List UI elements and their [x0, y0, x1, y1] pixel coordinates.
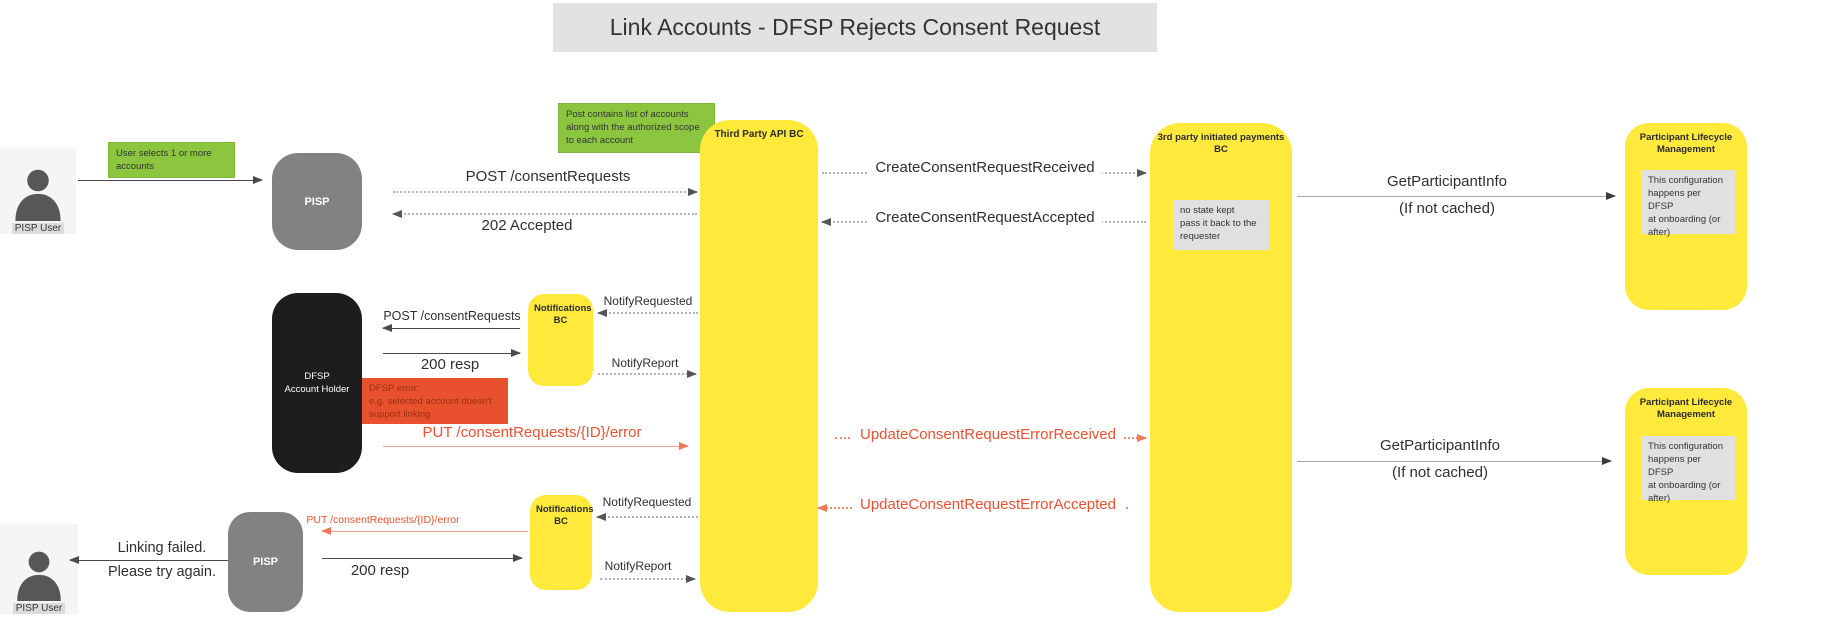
actor-label: PISP User [12, 603, 66, 614]
msg-notify-report-top: NotifyReport [611, 356, 679, 370]
arrow-notify-requested-bottom [596, 512, 698, 521]
note-line: This configuration [1648, 441, 1723, 452]
lifeline-header: Notifications BC [534, 303, 592, 326]
arrow-put-error-top [383, 441, 689, 450]
lifeline-header: Third Party API BC [714, 129, 804, 140]
note-line: along with the authorized scope [566, 122, 700, 133]
lifeline-header: Participant Lifecycle Management [1639, 397, 1733, 420]
note-post-contains: Post contains list of accounts along wit… [558, 103, 715, 153]
participant-dfsp-account-holder: DFSP Account Holder [272, 293, 362, 473]
msg-notify-requested-bottom: NotifyRequested [602, 495, 692, 509]
arrow-get-participant-info-top [1297, 191, 1616, 200]
participant-label: PISP [252, 556, 279, 568]
lifeline-notifications-bc-bottom: Notifications BC [530, 495, 594, 590]
person-icon [15, 169, 61, 221]
msg-post-consent-requests-top: POST /consentRequests [465, 168, 631, 185]
note-line: accounts [116, 161, 155, 172]
arrow-200-resp-bottom [322, 553, 523, 562]
note-line: This configuration [1648, 175, 1723, 186]
arrow-linking-failed [69, 555, 228, 564]
arrow-notify-report-bottom [600, 574, 696, 583]
msg-get-participant-info-top: GetParticipantInfo [1386, 173, 1508, 190]
note-dfsp-error: DFSP error: e.g. selected account doesn'… [362, 378, 508, 424]
arrow-notify-requested-top [597, 308, 698, 317]
arrow-user-to-pisp [78, 175, 263, 184]
note-line: happens per DFSP [1648, 454, 1701, 478]
participant-label-line: DFSP [304, 371, 330, 382]
participant-label: PISP [304, 195, 330, 208]
lifeline-third-party-api-bc: Third Party API BC [700, 120, 818, 612]
msg-if-not-cached-bottom: (If not cached) [1392, 464, 1488, 481]
msg-get-participant-info-bottom: GetParticipantInfo [1379, 437, 1501, 454]
lifeline-header: Notifications BC [536, 504, 594, 527]
note-no-state: no state kept pass it back to the reques… [1173, 200, 1269, 250]
note-line: after) [1648, 227, 1671, 238]
arrow-post-consent-requests-dfsp [382, 323, 520, 332]
arrow-get-participant-info-bottom [1297, 456, 1612, 465]
arrow-200-resp-top [383, 348, 521, 357]
arrow-202-accepted [392, 209, 697, 218]
note-line: no state kept [1180, 205, 1235, 216]
note-line: User selects 1 or more [116, 148, 212, 159]
lifeline-header: Participant Lifecycle Management [1639, 132, 1733, 155]
msg-update-error-received: UpdateConsentRequestErrorReceived [852, 426, 1124, 443]
msg-202-accepted: 202 Accepted [481, 217, 573, 234]
msg-post-consent-requests-dfsp: POST /consentRequests [383, 309, 521, 323]
note-line: support linking [369, 409, 431, 420]
note-line: at onboarding (or [1648, 214, 1721, 225]
msg-update-error-accepted: UpdateConsentRequestErrorAccepted [852, 496, 1124, 513]
actor-pisp-user-bottom: PISP User [0, 524, 78, 614]
msg-if-not-cached-top: (If not cached) [1399, 200, 1495, 217]
note-user-selects: User selects 1 or more accounts [108, 142, 235, 178]
note-line: to each account [566, 135, 634, 146]
arrow-put-error-bottom [321, 526, 528, 535]
note-line: requester [1180, 231, 1221, 242]
lifeline-3rd-party-payments-bc: 3rd party initiated payments BC [1150, 123, 1292, 612]
msg-put-error-top: PUT /consentRequests/{ID}/error [422, 424, 642, 441]
msg-create-consent-received: CreateConsentRequestReceived [867, 159, 1103, 176]
msg-put-error-bottom: PUT /consentRequests/{ID}/error [306, 514, 460, 526]
note-plm-config-top: This configuration happens per DFSP at o… [1641, 170, 1735, 238]
participant-pisp-top: PISP [272, 153, 362, 250]
note-line: pass it back to the [1180, 218, 1257, 229]
actor-label: PISP User [11, 223, 65, 234]
lifeline-header: 3rd party initiated payments BC [1157, 132, 1285, 155]
note-line: e.g. selected account doesn't [369, 396, 492, 407]
lifeline-notifications-bc-top: Notifications BC [528, 294, 593, 386]
diagram-title: Link Accounts - DFSP Rejects Consent Req… [553, 3, 1157, 52]
msg-notify-report-bottom: NotifyReport [604, 559, 672, 573]
msg-linking-failed: Linking failed. [117, 540, 207, 556]
msg-200-resp-bottom: 200 resp [350, 562, 410, 579]
participant-label-line: Account Holder [284, 384, 350, 395]
msg-notify-requested-top: NotifyRequested [603, 294, 693, 308]
msg-please-try-again: Please try again. [107, 564, 217, 580]
person-icon [17, 551, 61, 601]
note-line: after) [1648, 493, 1671, 504]
note-line: happens per DFSP [1648, 188, 1701, 212]
note-plm-config-bottom: This configuration happens per DFSP at o… [1641, 436, 1735, 504]
note-line: DFSP error: [369, 383, 420, 394]
arrow-post-consent-requests-top [393, 187, 698, 196]
participant-pisp-bottom: PISP [228, 512, 303, 612]
msg-create-consent-accepted: CreateConsentRequestAccepted [867, 209, 1103, 226]
note-line: Post contains list of accounts [566, 109, 689, 120]
note-line: at onboarding (or [1648, 480, 1721, 491]
arrow-notify-report-top [598, 369, 697, 378]
msg-200-resp-top: 200 resp [420, 356, 480, 373]
actor-pisp-user-top: PISP User [0, 148, 76, 234]
